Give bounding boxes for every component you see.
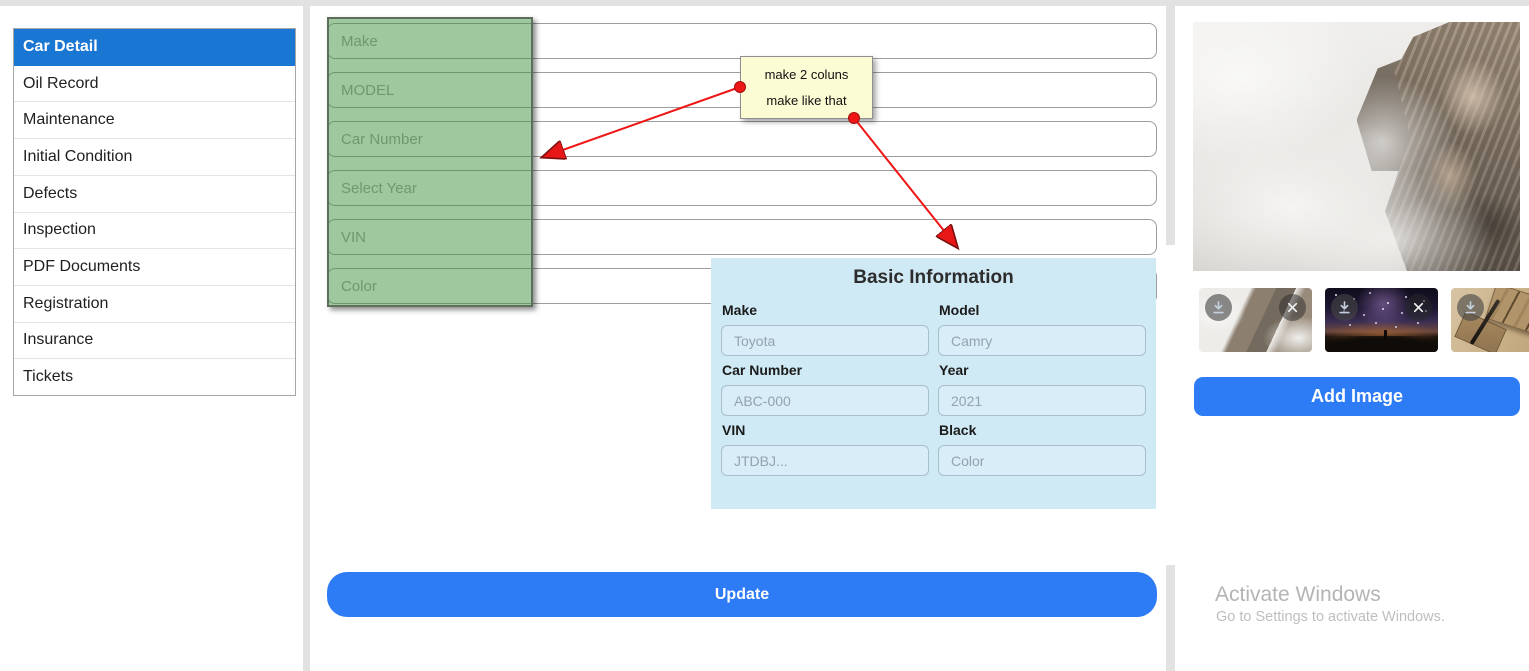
thumbnail-night-sky[interactable]	[1325, 288, 1438, 352]
sidebar-item-initial-condition[interactable]: Initial Condition	[14, 139, 295, 176]
sidebar-item-pdf-documents[interactable]: PDF Documents	[14, 249, 295, 286]
download-icon[interactable]	[1331, 294, 1358, 321]
activate-windows-watermark: Activate Windows	[1215, 583, 1381, 606]
mockup-grid: Make Model Car Number Year VIN Black	[721, 296, 1146, 476]
mockup-vin-input	[721, 445, 929, 476]
sidebar-item-oil-record[interactable]: Oil Record	[14, 65, 295, 103]
mockup-color-input	[938, 445, 1146, 476]
ground-silhouette	[1325, 336, 1438, 352]
mockup-model-label: Model	[939, 302, 980, 318]
stars-decoration	[1335, 294, 1337, 296]
sidebar-nav: Car Detail Oil Record Maintenance Initia…	[13, 28, 296, 396]
sidebar-item-registration[interactable]: Registration	[14, 285, 295, 323]
sidebar-item-label: Oil Record	[23, 74, 99, 92]
update-button[interactable]: Update	[327, 572, 1157, 617]
mockup-make-input	[721, 325, 929, 356]
sidebar-item-car-detail[interactable]: Car Detail	[14, 29, 295, 66]
mockup-title: Basic Information	[853, 267, 1014, 288]
photo-mist	[1193, 22, 1520, 271]
sidebar-item-maintenance[interactable]: Maintenance	[14, 102, 295, 140]
select-year-input[interactable]	[327, 170, 1157, 206]
thumbnail-parcels[interactable]	[1451, 288, 1529, 352]
sidebar-item-label: Car Detail	[23, 37, 98, 55]
download-icon[interactable]	[1457, 294, 1484, 321]
car-number-input[interactable]	[327, 121, 1157, 157]
mockup-year-label: Year	[939, 362, 969, 378]
mockup-model-input	[938, 325, 1146, 356]
mockup-year-input	[938, 385, 1146, 416]
sidebar-item-label: PDF Documents	[23, 258, 141, 276]
close-icon[interactable]	[1279, 294, 1306, 321]
sidebar-item-label: Insurance	[23, 331, 94, 349]
basic-information-mockup: Basic Information Make Model Car Number …	[711, 258, 1156, 509]
sidebar-item-label: Initial Condition	[23, 147, 133, 165]
activate-windows-subtitle: Go to Settings to activate Windows.	[1216, 609, 1445, 625]
sidebar-item-label: Registration	[23, 294, 109, 312]
mockup-black-label: Black	[939, 422, 977, 438]
mockup-make-label: Make	[722, 302, 758, 318]
person-silhouette	[1383, 330, 1387, 339]
sidebar-item-tickets[interactable]: Tickets	[14, 359, 295, 396]
window-top-edge	[0, 0, 1529, 6]
sidebar-item-label: Tickets	[23, 368, 74, 386]
make-input[interactable]	[327, 23, 1157, 59]
thumbnail-misty-cliff[interactable]	[1199, 288, 1312, 352]
sticky-note-line: make 2 coluns	[764, 67, 849, 83]
vin-input[interactable]	[327, 219, 1157, 255]
sidebar-item-label: Maintenance	[23, 111, 115, 129]
sticky-note-annotation: make 2 coluns make like that	[740, 56, 873, 119]
right-column-divider-top	[1166, 0, 1175, 245]
sidebar-item-defects[interactable]: Defects	[14, 175, 295, 213]
sidebar-item-inspection[interactable]: Inspection	[14, 212, 295, 250]
download-icon[interactable]	[1205, 294, 1232, 321]
add-image-button[interactable]: Add Image	[1194, 377, 1520, 416]
sidebar-item-label: Defects	[23, 184, 78, 202]
mockup-car-number-label: Car Number	[722, 362, 803, 378]
left-column-divider	[303, 0, 310, 671]
sticky-note-line: make like that	[766, 92, 847, 108]
close-icon[interactable]	[1405, 294, 1432, 321]
green-highlight-annotation	[327, 17, 533, 307]
sidebar-item-insurance[interactable]: Insurance	[14, 322, 295, 360]
right-column-divider-bottom	[1166, 565, 1175, 671]
main-car-photo	[1193, 22, 1520, 271]
mockup-vin-label: VIN	[722, 422, 746, 438]
sidebar-item-label: Inspection	[23, 221, 96, 239]
mockup-car-number-input	[721, 385, 929, 416]
